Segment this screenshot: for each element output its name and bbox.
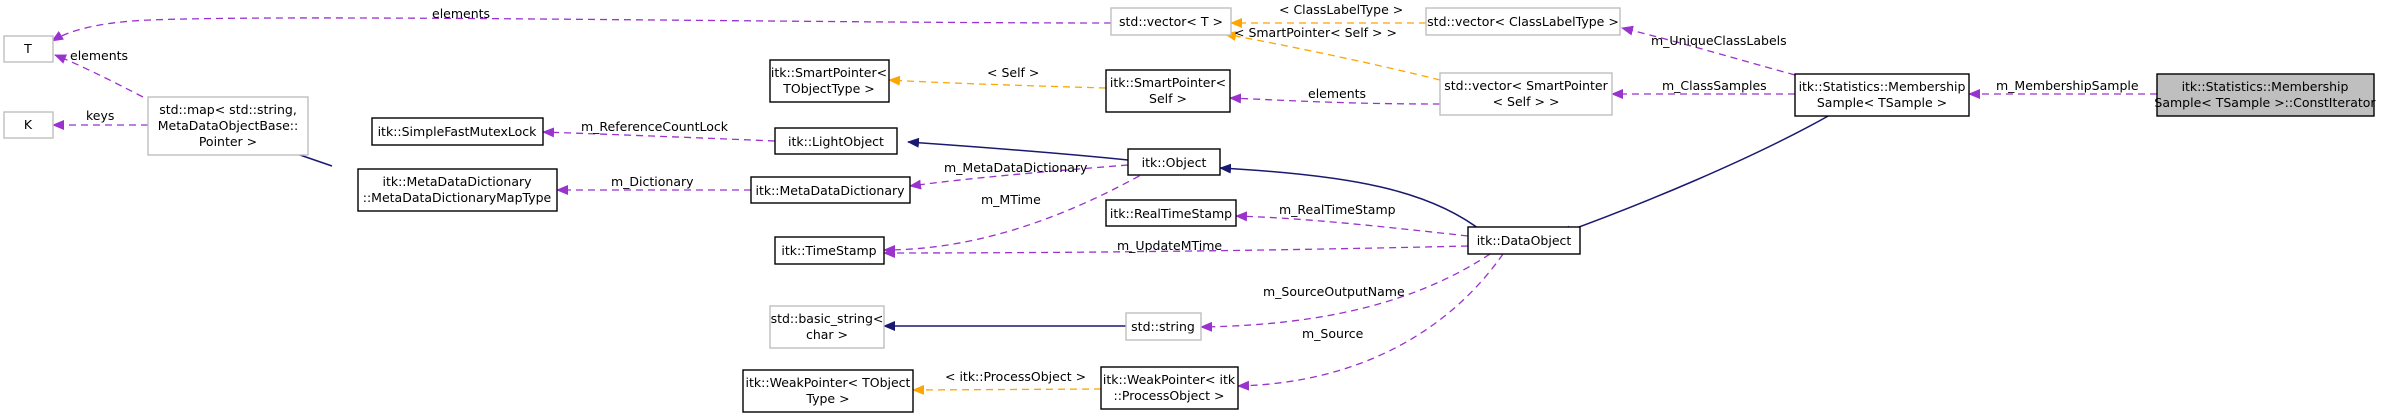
svg-text:MetaDataObjectBase::: MetaDataObjectBase::	[158, 118, 298, 133]
svg-text:Sample< TSample >::ConstIterat: Sample< TSample >::ConstIterator	[2154, 95, 2376, 110]
node-basic-string[interactable]: std::basic_string< char >	[769, 305, 885, 349]
svg-text:itk::WeakPointer< TObject: itk::WeakPointer< TObject	[746, 375, 911, 390]
svg-text:itk::RealTimeStamp: itk::RealTimeStamp	[1110, 206, 1232, 221]
node-smartpointer-tobjecttype[interactable]: itk::SmartPointer< TObjectType >	[769, 59, 890, 103]
edge-m-source-output-name	[1200, 253, 1491, 332]
svg-text:itk::MetaDataDictionary: itk::MetaDataDictionary	[382, 174, 532, 189]
node-object[interactable]: itk::Object	[1127, 148, 1221, 176]
edge-process-object-arg	[912, 384, 1102, 395]
edge-label-m-real-time-stamp: m_RealTimeStamp	[1279, 202, 1396, 217]
node-vector-smartpointer-self[interactable]: std::vector< SmartPointer < Self > >	[1439, 72, 1613, 116]
edge-label-m-update-mtime: m_UpdateMTime	[1117, 238, 1222, 253]
edge-elements-sp	[1229, 93, 1441, 105]
edge-label-class-label-type: < ClassLabelType >	[1279, 2, 1403, 17]
edge-label-m-source: m_Source	[1302, 326, 1364, 341]
edge-label-m-class-samples: m_ClassSamples	[1662, 78, 1767, 93]
edge-label-m-reference-count-lock: m_ReferenceCountLock	[581, 119, 729, 134]
node-light-object[interactable]: itk::LightObject	[774, 127, 898, 155]
edge-self-arg	[888, 75, 1107, 89]
svg-text:std::string: std::string	[1131, 319, 1195, 334]
edge-label-smartpointer-self-args: < SmartPointer< Self > >	[1234, 25, 1397, 40]
svg-text:itk::Statistics::Membership: itk::Statistics::Membership	[1799, 79, 1966, 94]
node-meta-data-dictionary-map-type[interactable]: itk::MetaDataDictionary ::MetaDataDictio…	[357, 168, 558, 212]
node-time-stamp[interactable]: itk::TimeStamp	[774, 236, 885, 265]
svg-text:itk::Statistics::Membership: itk::Statistics::Membership	[2182, 79, 2349, 94]
edge-elements-t	[54, 54, 144, 98]
svg-text:std::vector< T >: std::vector< T >	[1119, 14, 1223, 29]
edge-label-elements-t: elements	[70, 48, 128, 63]
svg-text:std::vector< ClassLabelType >: std::vector< ClassLabelType >	[1427, 14, 1619, 29]
edge-label-m-unique-class-labels: m_UniqueClassLabels	[1651, 33, 1787, 48]
edge-label-m-meta-data-dictionary: m_MetaDataDictionary	[944, 160, 1088, 175]
svg-text:itk::SmartPointer<: itk::SmartPointer<	[771, 65, 887, 80]
node-weakpointer-processobject[interactable]: itk::WeakPointer< itk ::ProcessObject >	[1100, 366, 1239, 410]
node-data-object[interactable]: itk::DataObject	[1467, 226, 1581, 255]
svg-text:Type >: Type >	[805, 391, 849, 406]
svg-text:itk::MetaDataDictionary: itk::MetaDataDictionary	[755, 183, 905, 198]
node-vector-class-label-type[interactable]: std::vector< ClassLabelType >	[1425, 7, 1621, 36]
edge-label-self-arg: < Self >	[987, 65, 1039, 80]
svg-text:K: K	[24, 117, 33, 132]
svg-text:char >: char >	[806, 327, 848, 342]
svg-text:Pointer >: Pointer >	[199, 134, 257, 149]
svg-text:::ProcessObject >: ::ProcessObject >	[1114, 388, 1225, 403]
edge-m-reference-count-lock	[542, 127, 776, 142]
node-t[interactable]: T	[3, 35, 54, 63]
edge-m-source	[1237, 253, 1504, 391]
svg-text:itk::Object: itk::Object	[1142, 155, 1207, 170]
svg-text:itk::WeakPointer< itk: itk::WeakPointer< itk	[1103, 372, 1236, 387]
edge-label-elements-sp: elements	[1308, 86, 1366, 101]
edge-smartpointer-self-args	[1224, 31, 1441, 81]
edge-label-elements-top: elements	[432, 6, 490, 21]
node-vector-t[interactable]: std::vector< T >	[1110, 7, 1232, 36]
edge-label-m-membership-sample: m_MembershipSample	[1996, 78, 2139, 93]
node-real-time-stamp[interactable]: itk::RealTimeStamp	[1105, 199, 1237, 227]
node-std-map[interactable]: std::map< std::string, MetaDataObjectBas…	[147, 96, 309, 156]
svg-text:itk::DataObject: itk::DataObject	[1477, 233, 1572, 248]
node-smartpointer-self[interactable]: itk::SmartPointer< Self >	[1105, 69, 1231, 113]
node-std-string[interactable]: std::string	[1125, 312, 1202, 341]
svg-text:::MetaDataDictionaryMapType: ::MetaDataDictionaryMapType	[363, 190, 552, 205]
edge-inherit-dataobject	[1559, 114, 1831, 235]
svg-text:itk::SmartPointer<: itk::SmartPointer<	[1110, 75, 1226, 90]
node-membership-sample[interactable]: itk::Statistics::Membership Sample< TSam…	[1794, 73, 1970, 117]
edge-m-unique-class-labels	[1621, 25, 1796, 76]
svg-text:std::map< std::string,: std::map< std::string,	[159, 102, 297, 117]
node-k[interactable]: K	[3, 111, 54, 139]
edge-m-mtime	[883, 169, 1151, 255]
svg-text:T: T	[23, 41, 32, 56]
node-weakpointer-tobject[interactable]: itk::WeakPointer< TObject Type >	[742, 369, 914, 413]
edge-inherit-lightobject	[907, 137, 1129, 161]
node-meta-data-dictionary[interactable]: itk::MetaDataDictionary	[750, 176, 911, 204]
node-simple-fast-mutex-lock[interactable]: itk::SimpleFastMutexLock	[371, 117, 544, 146]
svg-text:itk::SimpleFastMutexLock: itk::SimpleFastMutexLock	[378, 124, 538, 139]
node-membership-sample-const-iterator[interactable]: itk::Statistics::Membership Sample< TSam…	[2154, 73, 2376, 117]
edge-elements-top	[51, 17, 1112, 42]
svg-text:< Self > >: < Self > >	[1493, 94, 1560, 109]
edge-label-m-mtime: m_MTime	[981, 192, 1041, 207]
edge-inherit-object	[1219, 163, 1484, 233]
edge-m-update-mtime	[883, 245, 1469, 258]
svg-text:Self >: Self >	[1149, 91, 1187, 106]
edge-m-real-time-stamp	[1235, 211, 1469, 237]
edge-label-process-object-arg: < itk::ProcessObject >	[945, 369, 1086, 384]
edge-label-m-source-output-name: m_SourceOutputName	[1263, 284, 1405, 299]
edge-label-m-dictionary: m_Dictionary	[611, 174, 694, 189]
svg-text:itk::LightObject: itk::LightObject	[788, 134, 884, 149]
svg-text:std::basic_string<: std::basic_string<	[771, 311, 884, 326]
svg-text:itk::TimeStamp: itk::TimeStamp	[781, 243, 876, 258]
edge-label-keys: keys	[86, 108, 114, 123]
edge-m-meta-data-dictionary	[909, 164, 1129, 190]
svg-text:Sample< TSample >: Sample< TSample >	[1817, 95, 1947, 110]
svg-text:TObjectType >: TObjectType >	[782, 81, 875, 96]
svg-text:std::vector< SmartPointer: std::vector< SmartPointer	[1444, 78, 1608, 93]
